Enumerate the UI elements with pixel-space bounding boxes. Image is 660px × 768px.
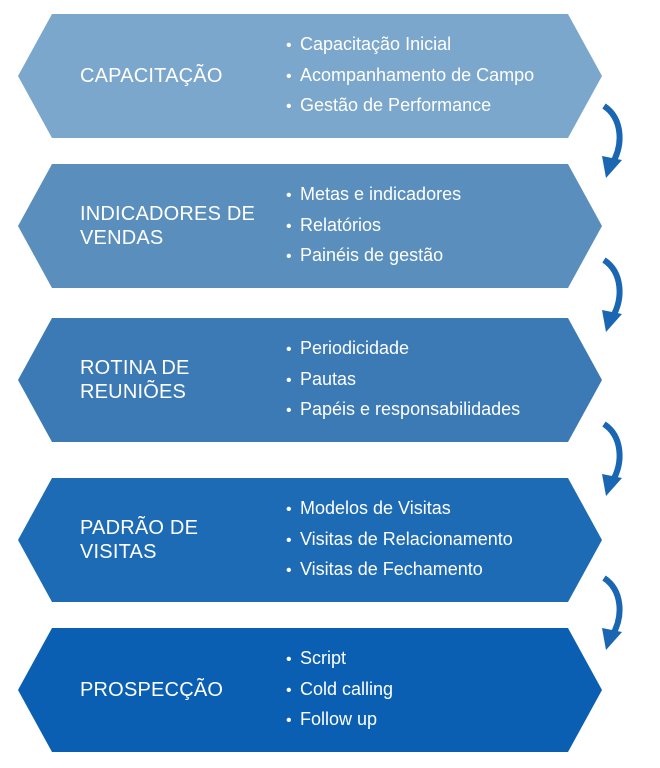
- stage-indicadores-de-vendas: INDICADORES DE VENDAS • Metas e indicador…: [18, 164, 602, 288]
- item-label: Relatórios: [300, 214, 382, 235]
- curved-arrow-icon: [602, 421, 623, 496]
- hexagon-shape: [18, 478, 602, 602]
- bullet-icon: •: [286, 341, 292, 359]
- arrow-head: [602, 156, 622, 178]
- bullet-icon: •: [286, 651, 292, 669]
- bullet-icon: •: [286, 402, 292, 420]
- list-item: • Visitas de Fechamento: [286, 555, 596, 586]
- stage-title: CAPACITAÇÃO: [80, 65, 223, 87]
- list-item: • Relatórios: [286, 211, 596, 242]
- arrow-curve: [602, 257, 623, 320]
- hexagon-shape: [18, 164, 602, 288]
- hexagon-shape: [18, 318, 602, 442]
- item-label: Papéis e responsabilidades: [300, 399, 521, 420]
- item-label: Gestão de Performance: [300, 95, 492, 116]
- list-item: • Cold calling: [286, 675, 596, 706]
- stage-title: PADRÃO DE VISITAS: [80, 517, 199, 563]
- list-item: • Painéis de gestão: [286, 241, 596, 272]
- item-label: Capacitação Inicial: [300, 34, 452, 55]
- list-item: • Pautas: [286, 365, 596, 396]
- item-label: Visitas de Relacionamento: [300, 528, 513, 549]
- list-item: • Metas e indicadores: [286, 180, 596, 211]
- item-label: Painéis de gestão: [300, 245, 444, 266]
- hexagon-fill: [18, 318, 602, 442]
- stage-items: • Periodicidade • Pautas • Papéis e respons…: [286, 318, 596, 442]
- item-label: Periodicidade: [300, 338, 410, 359]
- stage-capacitacao: CAPACITAÇÃO • Capacitação Inicial • Acompa…: [18, 14, 602, 138]
- item-label: Acompanhamento de Campo: [300, 64, 535, 85]
- arrow-curve: [602, 103, 623, 166]
- list-item: • Periodicidade: [286, 334, 596, 365]
- bullet-icon: •: [286, 37, 292, 55]
- bullet-icon: •: [286, 98, 292, 116]
- bullet-icon: •: [286, 187, 292, 205]
- stage-prospeccao: PROSPECÇÃO • Script • Cold calling • Follow…: [18, 628, 602, 752]
- stage-items: • Script • Cold calling • Follow up: [286, 628, 596, 752]
- arrow-curve: [602, 421, 623, 484]
- bullet-icon: •: [286, 371, 292, 389]
- curved-arrow-icon: [602, 257, 623, 332]
- list-item: • Script: [286, 644, 596, 675]
- curved-arrow-icon: [602, 103, 623, 178]
- bullet-icon: •: [286, 248, 292, 266]
- hexagon-shape: [18, 628, 602, 752]
- stage-rotina-de-reunioes: ROTINA DE REUNIÕES • Periodicidade • Pauta…: [18, 318, 602, 442]
- bullet-icon: •: [286, 562, 292, 580]
- hexagon-fill: [18, 164, 602, 288]
- stage-title: ROTINA DE REUNIÕES: [80, 357, 190, 403]
- hexagon-fill: [18, 628, 602, 752]
- item-label: Visitas de Fechamento: [300, 559, 483, 580]
- hexagon-fill: [18, 14, 602, 138]
- item-label: Pautas: [300, 368, 357, 389]
- list-item: • Modelos de Visitas: [286, 494, 596, 525]
- hexagon-fill: [18, 478, 602, 602]
- hexagon-shape: [18, 14, 602, 138]
- item-label: Script: [300, 648, 347, 669]
- bullet-icon: •: [286, 217, 292, 235]
- bullet-icon: •: [286, 712, 292, 730]
- list-item: • Visitas de Relacionamento: [286, 525, 596, 556]
- bullet-icon: •: [286, 681, 292, 699]
- list-item: • Acompanhamento de Campo: [286, 61, 596, 92]
- arrow-head: [602, 474, 622, 496]
- list-item: • Gestão de Performance: [286, 91, 596, 122]
- stage-items: • Metas e indicadores • Relatórios • Painéi…: [286, 164, 596, 288]
- bullet-icon: •: [286, 501, 292, 519]
- item-label: Metas e indicadores: [300, 184, 462, 205]
- item-label: Modelos de Visitas: [300, 498, 451, 519]
- item-label: Follow up: [300, 709, 378, 730]
- stage-items: • Modelos de Visitas • Visitas de Relacion…: [286, 478, 596, 602]
- stage-padrao-de-visitas: PADRÃO DE VISITAS • Modelos de Visitas • V…: [18, 478, 602, 602]
- arrow-head: [602, 310, 622, 332]
- list-item: • Papéis e responsabilidades: [286, 395, 596, 426]
- item-label: Cold calling: [300, 678, 394, 699]
- stage-title: PROSPECÇÃO: [80, 679, 224, 701]
- bullet-icon: •: [286, 67, 292, 85]
- stage-title: INDICADORES DE VENDAS: [80, 203, 256, 249]
- bullet-icon: •: [286, 531, 292, 549]
- list-item: • Capacitação Inicial: [286, 30, 596, 61]
- arrow-head: [602, 628, 622, 650]
- curved-arrow-icon: [602, 575, 623, 650]
- stage-items: • Capacitação Inicial • Acompanhamento de …: [286, 14, 596, 138]
- list-item: • Follow up: [286, 705, 596, 736]
- arrow-curve: [602, 575, 623, 638]
